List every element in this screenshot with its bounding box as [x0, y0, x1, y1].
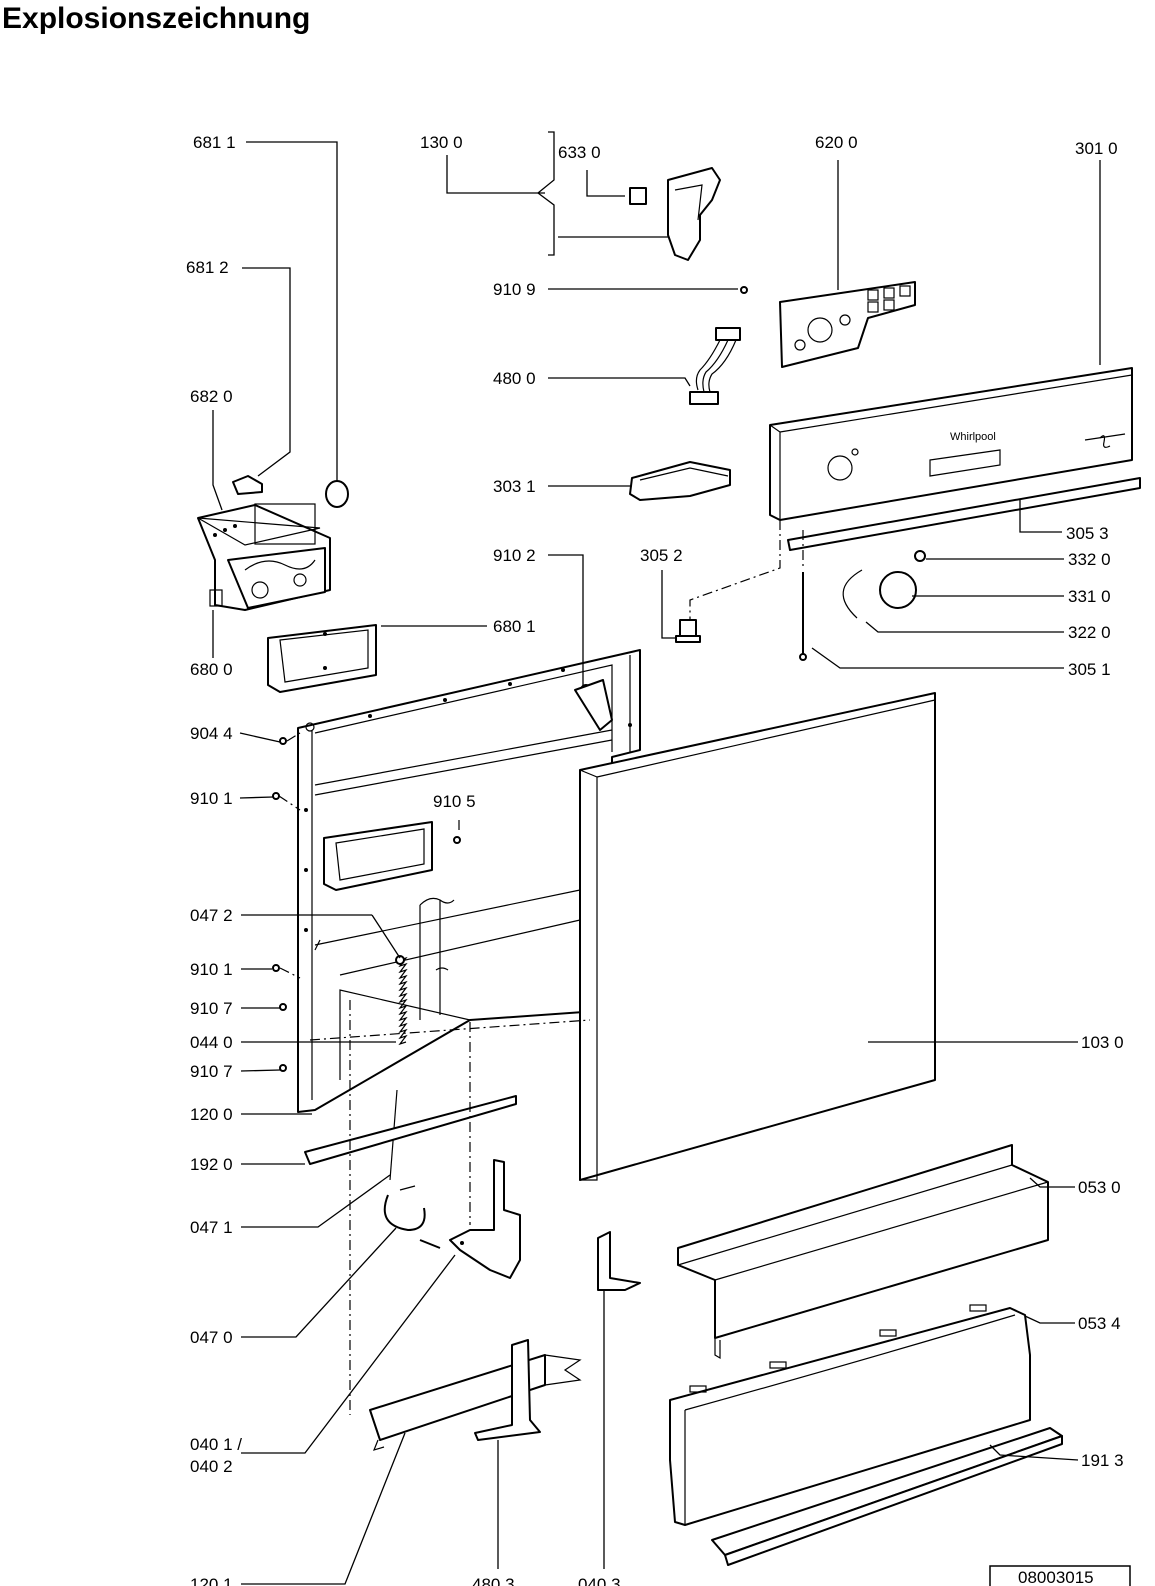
door-switch [629, 167, 721, 261]
label-910-2: 910 2 [493, 546, 536, 565]
label-305-1: 305 1 [1068, 660, 1111, 679]
fascia-rail [787, 477, 1141, 551]
label-910-5: 910 5 [433, 792, 476, 811]
brand-mark: Whirlpool [950, 431, 996, 443]
label-120-0: 120 0 [190, 1105, 233, 1124]
indicator-lens [629, 461, 731, 501]
label-633-0: 633 0 [558, 143, 601, 162]
label-904-4: 904 4 [190, 724, 233, 743]
wiring-harness [689, 327, 741, 405]
label-620-0: 620 0 [815, 133, 858, 152]
label-681-1: 681 1 [193, 133, 236, 152]
label-910-7-b: 910 7 [190, 1062, 233, 1081]
label-047-0: 047 0 [190, 1328, 233, 1347]
label-322-0: 322 0 [1068, 623, 1111, 642]
label-303-1: 303 1 [493, 477, 536, 496]
plinth-seal-strip [711, 1427, 1063, 1566]
label-301-0: 301 0 [1075, 139, 1118, 158]
door-bottom-rail [304, 1095, 517, 1165]
label-305-3: 305 3 [1066, 524, 1109, 543]
leader-lines [212, 131, 1101, 1585]
reference-code: 08003015 [1018, 1568, 1094, 1586]
dispenser-cutout [323, 821, 433, 891]
label-681-2: 681 2 [186, 258, 229, 277]
label-480-0: 480 0 [493, 369, 536, 388]
kickplate [677, 1144, 1049, 1360]
label-192-0: 192 0 [190, 1155, 233, 1174]
label-910-7-a: 910 7 [190, 999, 233, 1018]
reference-code-box: 08003015 [989, 1565, 1131, 1586]
label-044-0: 044 0 [190, 1033, 233, 1052]
label-103-0: 103 0 [1081, 1033, 1124, 1052]
label-480-3: 480 3 [472, 1575, 515, 1586]
control-board [779, 281, 916, 368]
dispenser-lid-part [232, 475, 263, 495]
fascia-screw-rod [799, 572, 807, 661]
door-foot-bracket [474, 1339, 541, 1441]
outer-door-panel [579, 692, 936, 1181]
label-682-0: 682 0 [190, 387, 233, 406]
construction-lines [278, 520, 804, 1415]
label-040-1: 040 1 / [190, 1435, 242, 1454]
label-910-9: 910 9 [493, 280, 536, 299]
label-040-2: 040 2 [190, 1457, 233, 1476]
label-910-1-b: 910 1 [190, 960, 233, 979]
spring-bracket [383, 1185, 441, 1249]
screw-icon [740, 286, 748, 294]
dispenser-gasket [267, 624, 377, 693]
door-bottom-strip [369, 1354, 582, 1451]
control-panel-fascia: Whirlpool [769, 367, 1133, 521]
label-332-0: 332 0 [1068, 550, 1111, 569]
corner-bracket [597, 1231, 641, 1291]
door-center-post [419, 897, 455, 1020]
rinse-aid-cap [325, 480, 349, 508]
label-053-4: 053 4 [1078, 1314, 1121, 1333]
label-680-1: 680 1 [493, 617, 536, 636]
label-047-2: 047 2 [190, 906, 233, 925]
label-680-0: 680 0 [190, 660, 233, 679]
label-130-0: 130 0 [420, 133, 463, 152]
label-040-3: 040 3 [578, 1575, 621, 1586]
program-knob-assembly [842, 550, 926, 619]
label-305-2: 305 2 [640, 546, 683, 565]
plinth-cover [669, 1304, 1031, 1526]
page-title: Explosionszeichnung [2, 2, 310, 35]
screw-icons [272, 679, 613, 1072]
label-047-1: 047 1 [190, 1218, 233, 1237]
detergent-dispenser [197, 503, 331, 611]
part-labels: 681 1 130 0 633 0 620 0 301 0 681 2 910 … [186, 133, 1124, 1586]
fascia-bracket [675, 619, 701, 643]
label-053-0: 053 0 [1078, 1178, 1121, 1197]
label-191-3: 191 3 [1081, 1451, 1124, 1470]
label-331-0: 331 0 [1068, 587, 1111, 606]
label-910-1-a: 910 1 [190, 789, 233, 808]
label-120-1: 120 1 [190, 1575, 233, 1586]
door-hinge-plate [449, 1159, 521, 1279]
